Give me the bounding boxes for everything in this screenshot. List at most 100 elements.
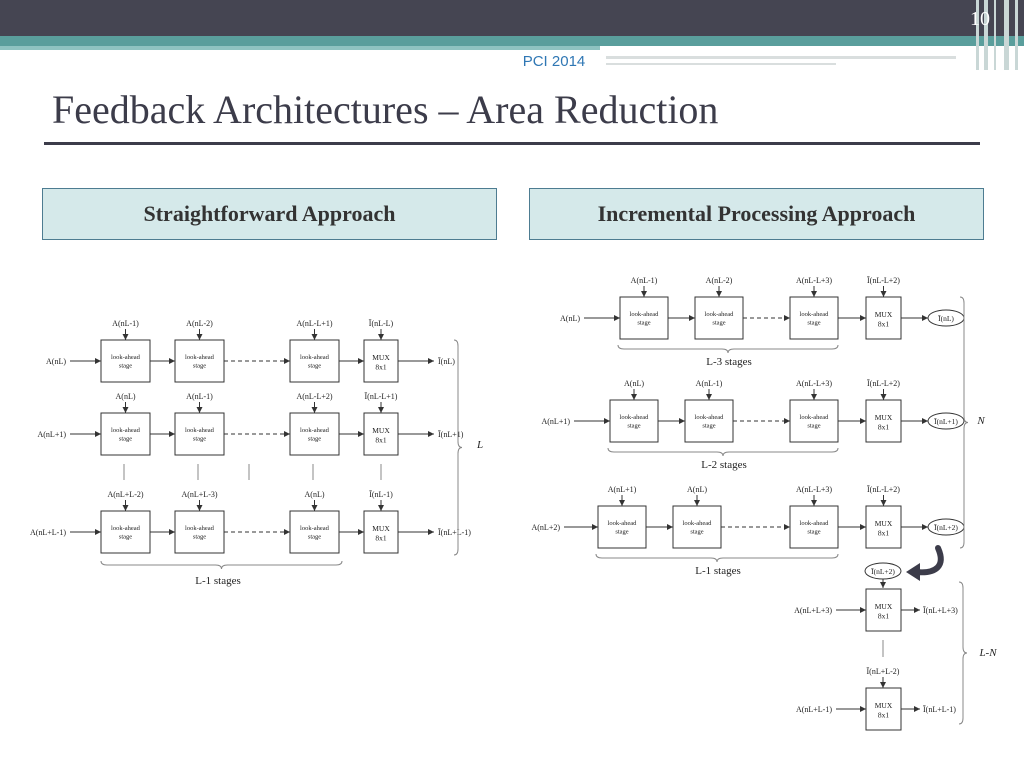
decor-line <box>606 56 956 59</box>
feedback-arrow <box>913 545 944 576</box>
slide-title: Feedback Architectures – Area Reduction <box>52 87 719 132</box>
decor-stripe <box>984 0 988 70</box>
lookahead-label: stage <box>615 529 628 536</box>
lookahead-label: stage <box>308 534 321 541</box>
lookahead-stage-block <box>789 505 839 549</box>
lookahead-label: stage <box>712 320 725 327</box>
row-input-label: A(nL+1) <box>37 430 66 439</box>
lookahead-stage-block <box>174 339 225 383</box>
lookahead-stage-block <box>289 510 340 554</box>
stages-label: L-2 stages <box>701 459 747 471</box>
decor-stripe <box>1015 0 1018 70</box>
mux-label: 8x1 <box>375 534 387 543</box>
mux-input-label: Ī(nL-L+1) <box>365 392 398 401</box>
mux-label: 8x1 <box>375 436 387 445</box>
stage-input-label: A(nL-2) <box>186 319 213 328</box>
feedback-label: Ī(nL+2) <box>871 567 895 576</box>
lookahead-label: look-ahead <box>185 427 215 434</box>
row-output-label: Ī(nL+L+3) <box>923 606 958 615</box>
stage-input-label: A(nL-L+1) <box>296 319 332 328</box>
row-input-label: A(nL+2) <box>531 523 560 532</box>
lookahead-label: look-ahead <box>300 427 330 434</box>
mux-label: MUX <box>875 519 893 528</box>
lookahead-stage-block <box>100 339 151 383</box>
rest-brace <box>958 581 968 725</box>
row-input-label: A(nL+1) <box>541 417 570 426</box>
slide-number: 10 <box>970 8 990 30</box>
mux-input-label: Ī(nL-L) <box>369 319 394 328</box>
lookahead-label: stage <box>308 436 321 443</box>
row-output-label: Ī(nL+L-1) <box>438 528 471 537</box>
mux-block <box>363 412 399 456</box>
right-diagram: A(nL)look-aheadstageA(nL-1)look-aheadsta… <box>531 276 997 731</box>
stage-input-label: A(nL-L+3) <box>796 485 832 494</box>
top-bar <box>0 0 1024 36</box>
mux-label: MUX <box>372 524 390 533</box>
stage-input-label: A(nL) <box>116 392 136 401</box>
lookahead-label: look-ahead <box>111 427 141 434</box>
row-input-label: A(nL) <box>46 357 66 366</box>
lookahead-stage-block <box>789 296 839 340</box>
mux-input-label: Ī(nL+L-2) <box>867 667 900 676</box>
stages-brace <box>607 447 839 457</box>
lookahead-label: look-ahead <box>185 354 215 361</box>
row-input-label: A(nL) <box>560 314 580 323</box>
mux-label: 8x1 <box>878 612 890 621</box>
row-output-label: Ī(nL+2) <box>934 523 958 532</box>
stage-input-label: A(nL+L-3) <box>181 490 217 499</box>
mux-block <box>865 296 902 340</box>
decor-line <box>606 63 836 65</box>
mux-label: 8x1 <box>878 423 890 432</box>
lookahead-label: look-ahead <box>800 311 830 318</box>
stages-label: L-3 stages <box>706 356 752 368</box>
stage-input-label: A(nL-L+3) <box>796 379 832 388</box>
feedback-arrowhead <box>906 563 920 581</box>
mux-label: 8x1 <box>375 363 387 372</box>
stage-input-label: A(nL-1) <box>112 319 139 328</box>
lookahead-label: stage <box>807 423 820 430</box>
teal-band <box>0 36 1024 46</box>
stage-input-label: A(nL-1) <box>186 392 213 401</box>
lookahead-stage-block <box>289 412 340 456</box>
title-rule <box>44 142 980 145</box>
lookahead-stage-block <box>100 510 151 554</box>
lookahead-stage-block <box>174 510 225 554</box>
lookahead-stage-block <box>609 399 659 443</box>
lookahead-stage-block <box>789 399 839 443</box>
decor-stripe <box>976 0 979 70</box>
stages-label: L-1 stages <box>695 565 741 577</box>
stages-label: L-1 stages <box>195 575 241 587</box>
mux-label: 8x1 <box>878 711 890 720</box>
stage-input-label: A(nL-2) <box>706 276 733 285</box>
rows-label: L <box>476 439 483 451</box>
mux-label: MUX <box>372 426 390 435</box>
lookahead-label: stage <box>193 534 206 541</box>
lookahead-label: stage <box>702 423 715 430</box>
conference-label: PCI 2014 <box>522 53 586 70</box>
lookahead-label: look-ahead <box>608 520 638 527</box>
lookahead-label: stage <box>627 423 640 430</box>
lookahead-stage-block <box>174 412 225 456</box>
stage-input-label: A(nL-L+2) <box>296 392 332 401</box>
row-output-label: Ī(nL+1) <box>438 430 464 439</box>
rows-brace <box>453 339 463 556</box>
lookahead-label: look-ahead <box>300 525 330 532</box>
stages-brace <box>100 560 343 570</box>
stage-input-label: A(nL-1) <box>696 379 723 388</box>
stage-input-label: A(nL+1) <box>608 485 637 494</box>
stage-input-label: A(nL+L-2) <box>107 490 143 499</box>
mux-block <box>363 510 399 554</box>
stages-brace <box>617 344 839 354</box>
output-ellipse <box>927 412 965 430</box>
lookahead-stage-block <box>694 296 744 340</box>
lookahead-label: look-ahead <box>111 525 141 532</box>
row-input-label: A(nL+L+3) <box>794 606 832 615</box>
teal-thin-band <box>0 46 600 50</box>
stage-input-label: A(nL) <box>687 485 707 494</box>
stage-input-label: A(nL-1) <box>631 276 658 285</box>
stage-input-label: A(nL) <box>624 379 644 388</box>
lookahead-label: stage <box>119 363 132 370</box>
mux-input-label: Ī(nL-L+2) <box>867 379 900 388</box>
mux-input-label: Ī(nL-L+2) <box>867 276 900 285</box>
